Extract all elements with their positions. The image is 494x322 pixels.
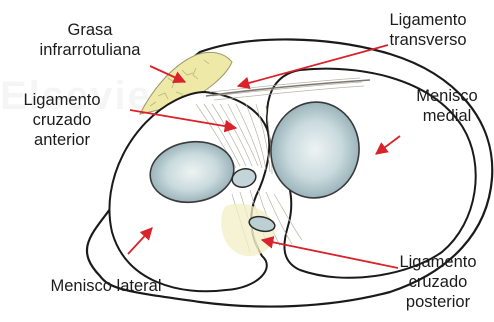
label-ligamento-cruzado-posterior: Ligamento cruzado posterior bbox=[386, 252, 490, 312]
label-grasa-infrarrotuliana: Grasa infrarrotuliana bbox=[20, 20, 160, 60]
label-ligamento-cruzado-anterior: Ligamento cruzado anterior bbox=[6, 90, 118, 150]
label-ligamento-transverso: Ligamento transverso bbox=[370, 10, 486, 50]
label-menisco-lateral: Menisco lateral bbox=[26, 276, 186, 296]
label-menisco-medial: Menisco medial bbox=[404, 86, 490, 126]
